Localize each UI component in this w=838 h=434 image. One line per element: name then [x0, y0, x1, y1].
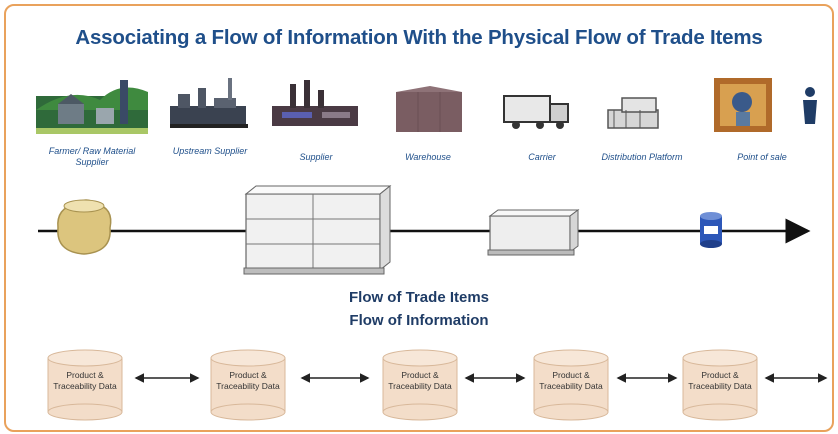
data-store-1-container: Product & Traceability Data	[45, 350, 125, 420]
farm-icon	[36, 80, 148, 134]
data-store-3	[382, 349, 458, 421]
data-store-2-container: Product & Traceability Data	[208, 350, 288, 420]
stage-label-supplier: Supplier	[299, 152, 333, 162]
stage-label-carrier: Carrier	[528, 152, 556, 162]
data-store-cylinders	[47, 349, 758, 421]
data-store-3-container: Product & Traceability Data	[380, 350, 460, 420]
data-store-1-label: Product & Traceability Data	[53, 370, 117, 391]
pallet-boxes-icon	[243, 184, 392, 275]
data-store-4	[533, 349, 609, 421]
stage-label-upstream-supplier: Upstream Supplier	[172, 146, 248, 156]
flow-of-trade-items-label: Flow of Trade Items	[348, 289, 490, 306]
data-store-4-container: Product & Traceability Data	[531, 350, 611, 420]
data-store-5-container: Product & Traceability Data	[680, 350, 760, 420]
data-store-1	[47, 349, 123, 421]
can-icon	[700, 212, 722, 248]
flow-of-information-label: Flow of Information	[349, 312, 489, 329]
data-store-3-label: Product & Traceability Data	[388, 370, 452, 391]
case-box-icon	[487, 209, 580, 256]
data-store-2-label: Product & Traceability Data	[216, 370, 280, 391]
factory-icon	[170, 78, 248, 128]
diagram-title: Associating a Flow of Information With t…	[75, 26, 763, 49]
stage-label-farmer: Farmer/ Raw Material Supplier	[48, 146, 136, 167]
supplier-factory-icon	[272, 80, 358, 126]
sack-icon	[57, 199, 112, 255]
warehouse-icon	[396, 86, 462, 132]
data-store-4-label: Product & Traceability Data	[539, 370, 603, 391]
truck-icon	[503, 95, 569, 129]
data-store-2	[210, 349, 286, 421]
stage-label-distribution-platform: Distribution Platform	[601, 152, 683, 162]
data-store-5-label: Product & Traceability Data	[688, 370, 752, 391]
data-store-5	[682, 349, 758, 421]
store-icon	[714, 78, 817, 132]
stage-label-warehouse: Warehouse	[405, 152, 451, 162]
distribution-building-icon	[607, 97, 659, 129]
stage-label-point-of-sale: Point of sale	[737, 152, 787, 162]
